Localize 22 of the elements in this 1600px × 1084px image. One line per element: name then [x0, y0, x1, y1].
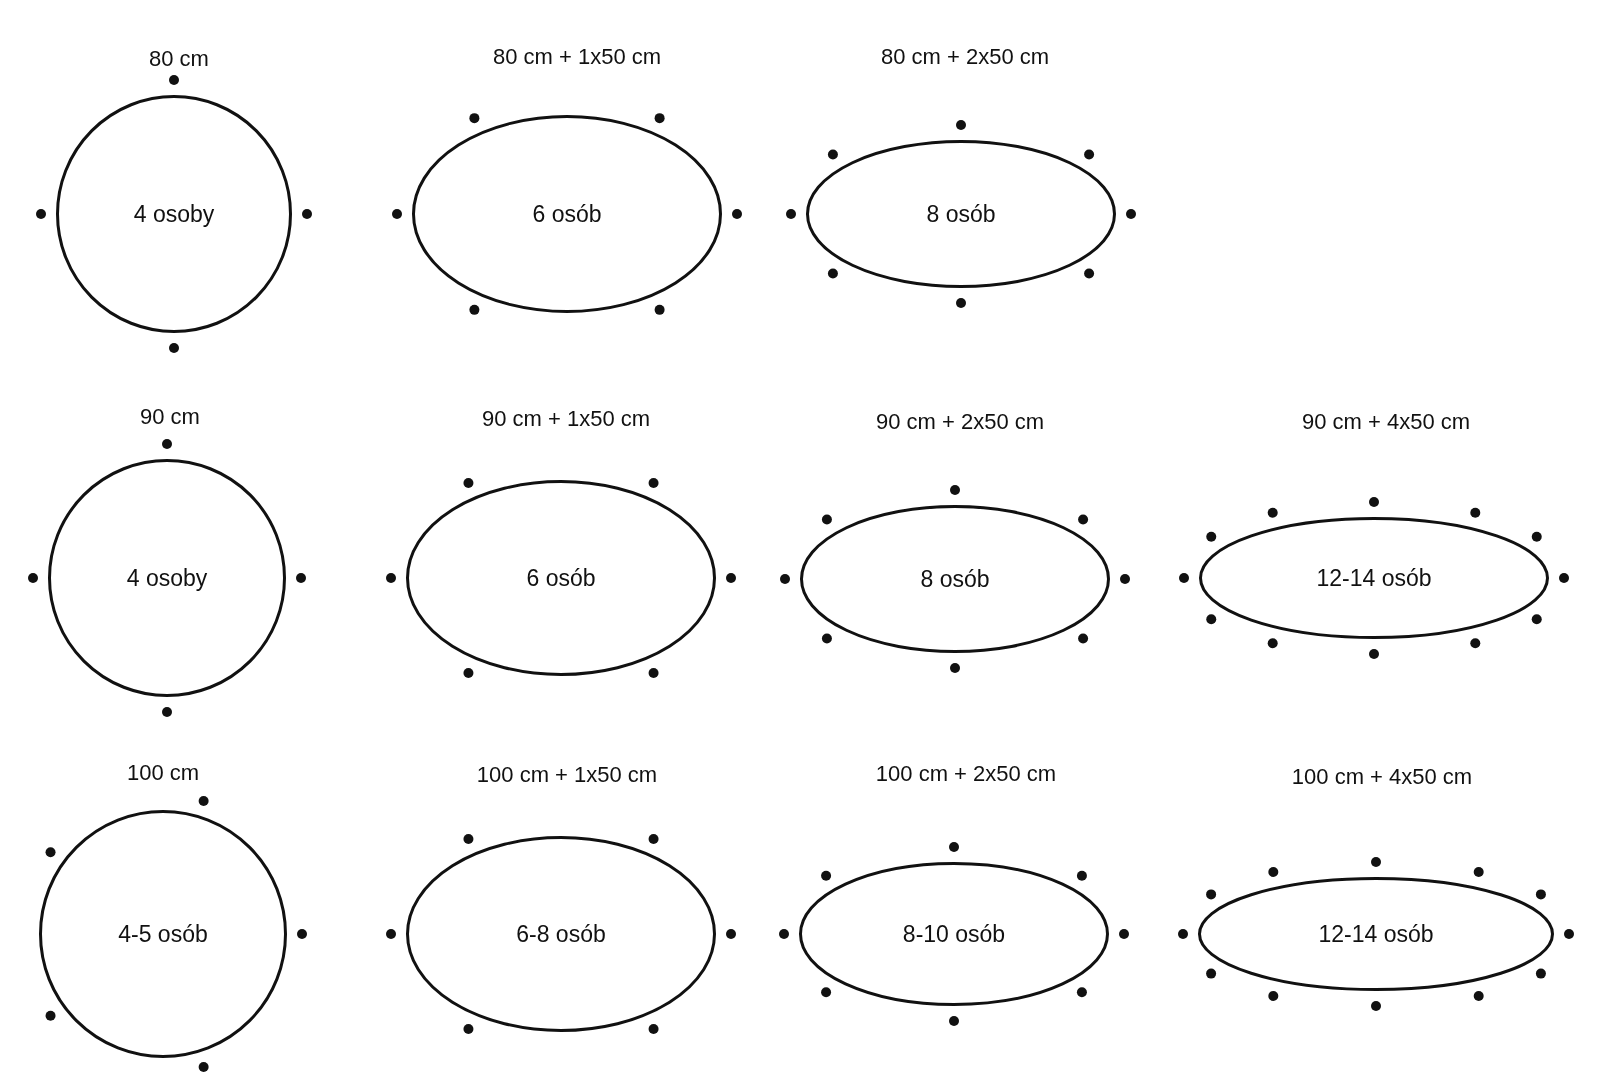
table-size-label: 90 cm + 1x50 cm	[481, 406, 651, 432]
table-size-label: 100 cm + 4x50 cm	[1291, 764, 1473, 790]
table-size-label: 100 cm	[126, 760, 200, 786]
seat-count-label: 6 osób	[526, 564, 596, 592]
seat-count-label: 6-8 osób	[516, 920, 606, 948]
seat-count-label: 4 osoby	[133, 200, 215, 228]
table-size-label: 80 cm + 2x50 cm	[880, 44, 1050, 70]
table-size-label: 90 cm	[140, 404, 200, 430]
table-size-label: 80 cm + 1x50 cm	[492, 44, 662, 70]
seat-count-label: 6 osób	[532, 200, 602, 228]
seat-count-label: 12-14 osób	[1318, 920, 1434, 948]
seat-count-label: 8 osób	[926, 200, 996, 228]
seat-count-label: 12-14 osób	[1316, 564, 1432, 592]
table-size-label: 80 cm	[149, 46, 209, 72]
table-size-label: 90 cm + 2x50 cm	[875, 409, 1045, 435]
seat-count-label: 8 osób	[920, 565, 990, 593]
seat-count-label: 8-10 osób	[902, 920, 1006, 948]
seat-count-label: 4 osoby	[126, 564, 208, 592]
table-size-label: 100 cm + 2x50 cm	[875, 761, 1057, 787]
table-size-label: 90 cm + 4x50 cm	[1301, 409, 1471, 435]
seat-count-label: 4-5 osób	[118, 920, 208, 948]
table-size-label: 100 cm + 1x50 cm	[476, 762, 658, 788]
